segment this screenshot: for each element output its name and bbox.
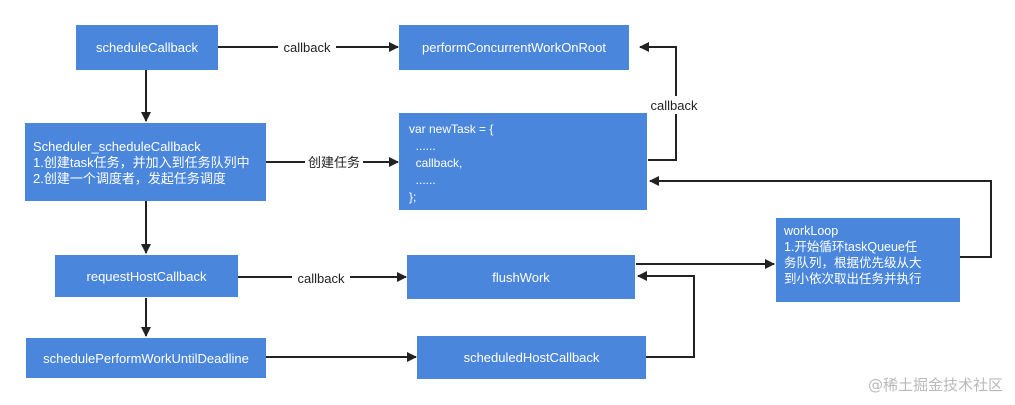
label-callback-mid: callback [298,271,345,286]
arrow-hostcb-to-flush [637,271,695,358]
arrow-workloop-to-newtask [649,176,992,258]
scheduler-line-2: 1.创建task任务，并加入到任务队列中 [33,155,250,170]
workloop-line-2: 1.开始循环taskQueue任 [784,240,918,254]
box-request-host-callback: requestHostCallback [55,255,238,297]
workloop-line-4: 到小依次取出任务并执行 [784,272,922,286]
workloop-line-3: 务队列，根据优先级从大 [784,256,922,270]
box-scheduled-host-label: scheduledHostCallback [463,350,600,365]
label-callback-right: callback [651,98,698,113]
newtask-line-3: callback, [409,156,463,170]
label-create-task: 创建任务 [308,155,360,170]
newtask-line-4: ...... [409,173,436,187]
newtask-line-5: }; [409,190,417,204]
scheduler-line-3: 2.创建一个调度者，发起任务调度 [33,171,226,186]
workloop-line-1: workLoop [784,224,839,238]
box-schedule-callback-label: scheduleCallback [96,40,198,55]
newtask-line-1: var newTask = { [409,122,494,136]
box-schedule-callback: scheduleCallback [76,25,218,70]
box-flush-work-label: flushWork [492,269,550,285]
box-schedule-perform-label: schedulePerformWorkUntilDeadline [43,350,249,366]
box-new-task: var newTask = { ...... callback, ...... … [399,113,647,210]
box-scheduled-host-callback: scheduledHostCallback [417,336,646,379]
box-perform-concurrent-label: performConcurrentWorkOnRoot [422,40,606,55]
watermark: @稀土掘金技术社区 [867,376,1003,394]
box-schedule-perform-work: schedulePerformWorkUntilDeadline [26,338,266,378]
box-perform-concurrent: performConcurrentWorkOnRoot [399,25,629,70]
box-request-host-label: requestHostCallback [86,268,207,284]
newtask-line-2: ...... [409,139,436,153]
box-scheduler-schedule-callback: Scheduler_scheduleCallback 1.创建task任务，并加… [25,123,266,201]
label-callback-top: callback [284,40,331,55]
box-work-loop: workLoop 1.开始循环taskQueue任 务队列，根据优先级从大 到小… [776,218,960,302]
scheduler-line-1: Scheduler_scheduleCallback [33,139,201,154]
box-flush-work: flushWork [407,255,635,299]
